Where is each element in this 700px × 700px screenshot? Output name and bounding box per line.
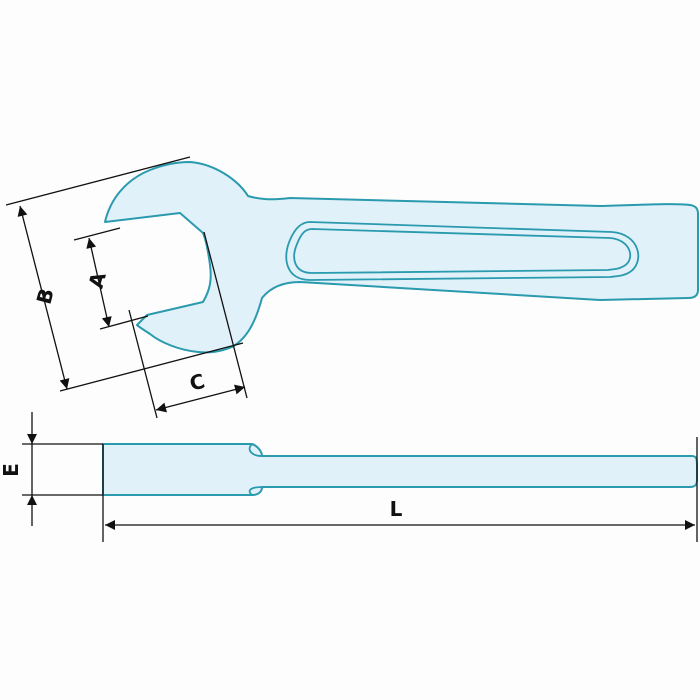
label-b: B (32, 286, 59, 307)
handle-slot-outer (285, 221, 640, 281)
wrench-top-view (104, 161, 699, 354)
wrench-head-and-handle (104, 161, 699, 354)
neck-curve-top (248, 443, 263, 457)
label-c: C (187, 369, 207, 396)
label-l: L (390, 497, 403, 521)
handle-slot-inner (293, 228, 632, 274)
label-e: E (0, 463, 23, 477)
label-a: A (84, 269, 111, 291)
dimension-l: L (102, 437, 698, 542)
dimension-b: B (5, 156, 244, 392)
wrench-side-profile (102, 443, 698, 496)
dimension-e: E (0, 412, 103, 526)
dimension-c: C (128, 231, 248, 419)
neck-curve-bottom (248, 486, 263, 496)
wrench-side-view (102, 443, 698, 496)
dimension-a: A (73, 227, 149, 330)
